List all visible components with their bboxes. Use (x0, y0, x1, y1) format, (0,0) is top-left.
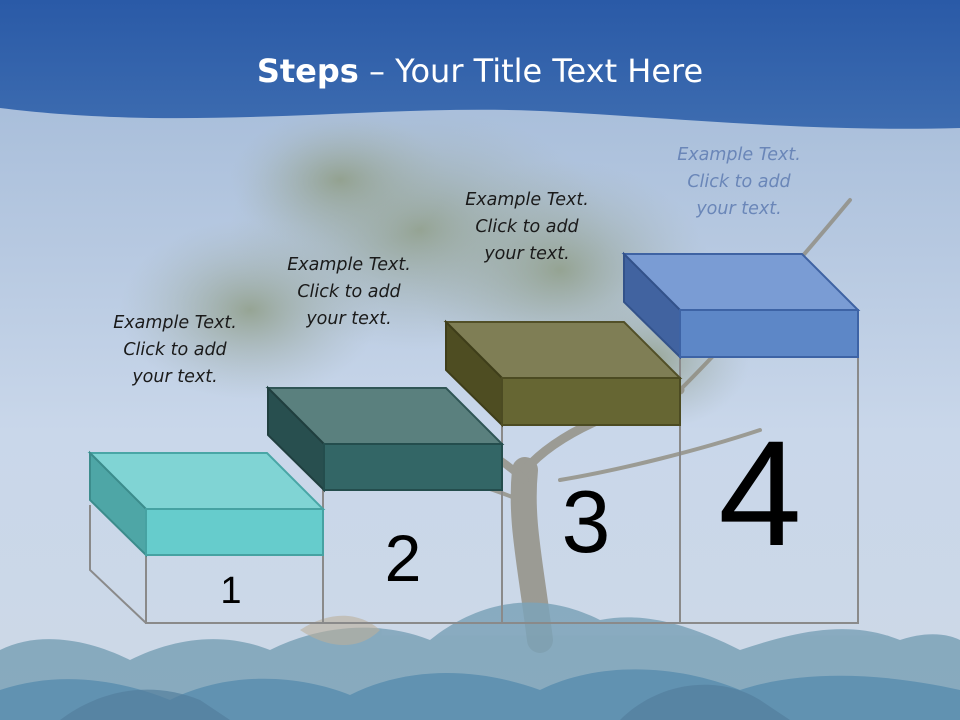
step-3-text-line-1: Example Text. (465, 190, 589, 210)
step-3-number: 3 (561, 472, 611, 571)
step-2-text[interactable]: Example Text. Click to add your text. (259, 252, 439, 333)
step-4-text-line-1: Example Text. (677, 145, 801, 165)
step-2-number: 2 (384, 521, 422, 595)
step-1-number: 1 (220, 570, 242, 612)
garbage-bags (0, 602, 960, 720)
header-banner (0, 0, 960, 129)
step-2-text-line-3: your text. (306, 309, 392, 329)
step-4-block[interactable] (621, 251, 861, 360)
step-1-text-line-3: your text. (132, 367, 218, 387)
title-bold: Steps (256, 52, 359, 90)
step-3-block[interactable] (443, 319, 683, 428)
step-4-text-line-3: your text. (696, 199, 782, 219)
step-4-number: 4 (718, 409, 802, 577)
step-1-block[interactable] (87, 450, 326, 558)
step-1-text-line-1: Example Text. (113, 313, 237, 333)
step-1-text[interactable]: Example Text. Click to add your text. (85, 310, 265, 391)
step-3-text-line-3: your text. (484, 244, 570, 264)
title-rest: – Your Title Text Here (358, 52, 704, 90)
step-3-text[interactable]: Example Text. Click to add your text. (437, 187, 617, 268)
tree-canopy (120, 110, 750, 430)
step-2-text-line-2: Click to add (297, 282, 401, 302)
step-1-text-line-2: Click to add (123, 340, 227, 360)
step-3-text-line-2: Click to add (475, 217, 579, 237)
step-1-side-outline (89, 505, 147, 624)
step-4-text[interactable]: Example Text. Click to add your text. (649, 142, 829, 223)
step-2-text-line-1: Example Text. (287, 255, 411, 275)
step-2-block[interactable] (265, 385, 505, 493)
slide-title[interactable]: Steps – Your Title Text Here (0, 52, 960, 90)
step-4-text-line-2: Click to add (687, 172, 791, 192)
